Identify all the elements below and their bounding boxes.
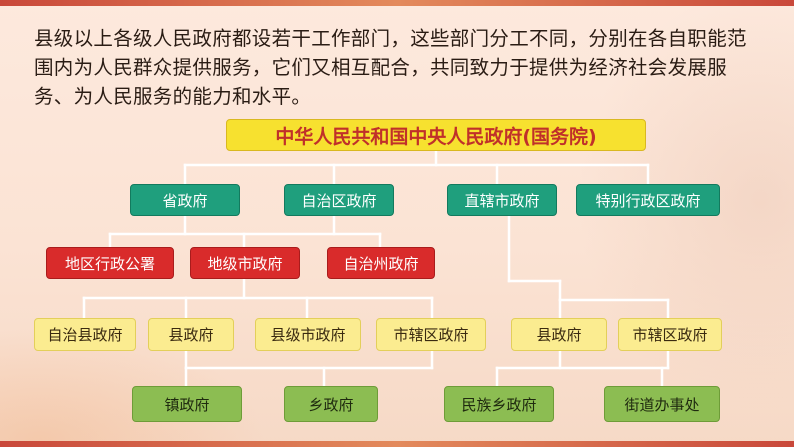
node-autonomous-county-government: 自治县政府 — [34, 318, 136, 351]
node-township-government: 乡政府 — [284, 386, 378, 422]
intro-paragraph: 县级以上各级人民政府都设若干工作部门，这些部门分工不同，分别在各自职能范围内为人… — [34, 27, 747, 108]
node-prefecture-administrative-office: 地区行政公署 — [46, 247, 174, 279]
node-municipal-district-government: 市辖区政府 — [376, 318, 486, 351]
node-subdistrict-office: 街道办事处 — [604, 386, 720, 422]
node-prefecture-city-government: 地级市政府 — [190, 247, 300, 279]
node-autonomous-region-government: 自治区政府 — [284, 184, 394, 216]
top-decorative-strip — [0, 0, 794, 6]
node-county-level-city-government: 县级市政府 — [255, 318, 361, 351]
node-sar-government: 特别行政区政府 — [576, 184, 720, 216]
node-municipality-government: 直辖市政府 — [447, 184, 557, 216]
node-autonomous-prefecture-government: 自治州政府 — [327, 247, 435, 279]
node-town-government: 镇政府 — [132, 386, 242, 422]
node-provincial-government: 省政府 — [130, 184, 240, 216]
node-county-government: 县政府 — [148, 318, 234, 351]
node-state-council: 中华人民共和国中央人民政府(国务院) — [226, 119, 646, 151]
bottom-decorative-strip — [0, 441, 794, 447]
node-county-government-municipality: 县政府 — [511, 318, 607, 351]
node-ethnic-township-government: 民族乡政府 — [444, 386, 554, 422]
node-municipal-district-government-municipality: 市辖区政府 — [618, 318, 722, 351]
